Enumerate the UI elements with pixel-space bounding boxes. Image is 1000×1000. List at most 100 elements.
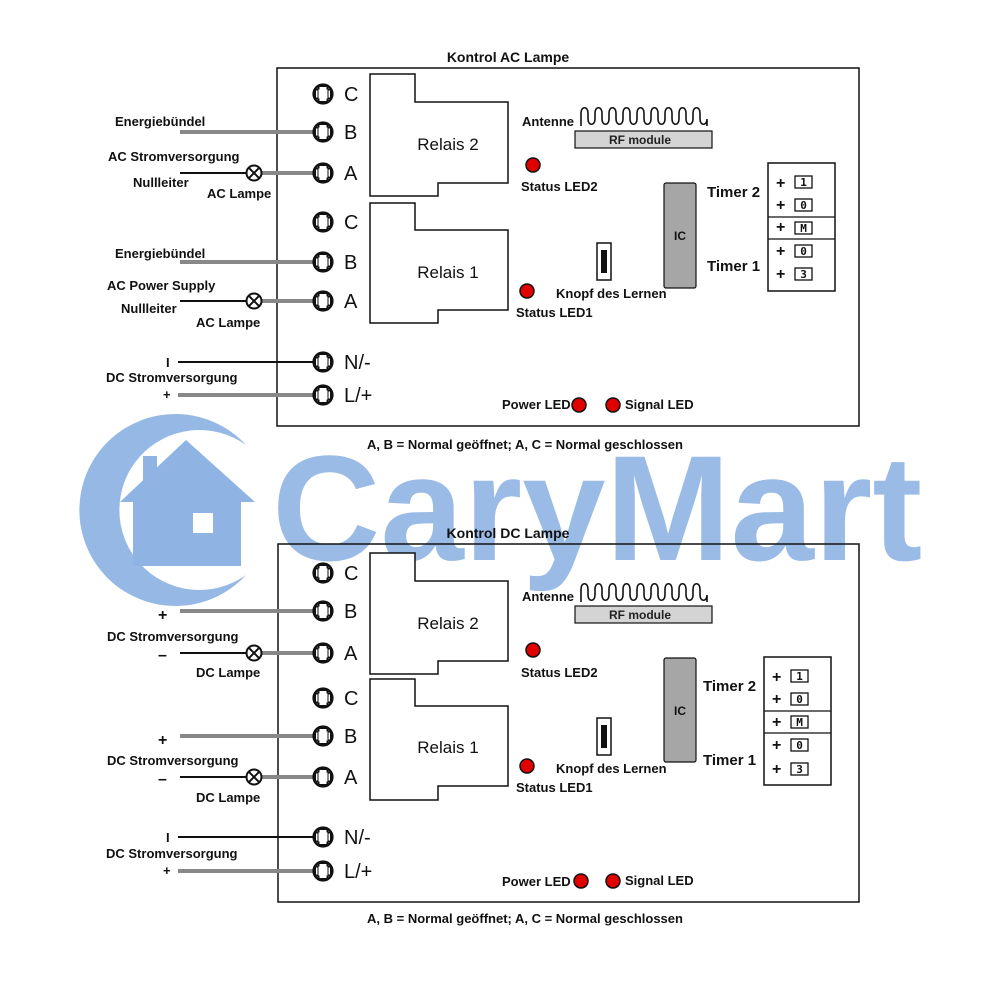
ac-terminal-l (312, 384, 334, 406)
ac-label-dc-minus: I (166, 355, 170, 370)
ac-label-r1-b: Energiebündel (115, 246, 205, 261)
dc-signal-led-icon (605, 873, 621, 889)
dc-terminal-r2-c (312, 562, 334, 584)
ac-term-label: N/- (344, 352, 371, 374)
ac-label-r2-b: Energiebündel (115, 114, 205, 129)
dc-ic-chip (663, 657, 697, 763)
dc-lamp2-icon (245, 644, 263, 662)
dc-terminal-l (312, 860, 334, 882)
dc-dip-code: 0 (796, 739, 803, 752)
dc-board (277, 543, 860, 903)
ac-title: Kontrol AC Lampe (447, 49, 570, 65)
dc-relay2: Relais 2 (369, 552, 509, 675)
dc-term-label: C (344, 563, 358, 585)
ac-relay1: Relais 1 (369, 202, 509, 324)
house-logo-icon (79, 414, 255, 606)
ac-status-led1-label: Status LED1 (516, 305, 593, 320)
dc-label-dc-plus: + (163, 863, 171, 878)
dc-timer1-label: Timer 1 (703, 752, 756, 769)
dc-term-label: A (344, 767, 358, 789)
dc-rf-module-label: RF module (609, 608, 671, 622)
dc-learn-button-icon (596, 717, 612, 756)
ac-dip-code: 1 (800, 176, 807, 189)
dc-rf-module (574, 605, 713, 624)
ac-antenna-coil-icon (580, 106, 708, 126)
dc-terminal-r2-a (312, 642, 334, 664)
ac-term-label: A (344, 291, 358, 313)
ac-rf-module-label: RF module (609, 133, 671, 147)
ac-term-label: A (344, 163, 358, 185)
dc-relay1: Relais 1 (369, 678, 509, 801)
ac-lamp2-icon (245, 164, 263, 182)
ac-terminal-r2-a (312, 162, 334, 184)
ac-dip-plus: + (776, 266, 785, 283)
dc-label-r1-plus: + (158, 732, 167, 749)
dc-ic-label: IC (674, 704, 686, 718)
ac-label-r2-neutral: Nullleiter (133, 175, 189, 190)
dc-signal-led-label: Signal LED (625, 873, 694, 888)
dc-terminal-r1-c (312, 687, 334, 709)
ac-label-dc-plus: + (163, 387, 171, 402)
dc-lamp1-icon (245, 768, 263, 786)
ac-power-led-icon (571, 397, 587, 413)
ac-status-led2-icon (525, 157, 541, 173)
dc-dip-code: 1 (796, 670, 803, 683)
ac-relay2: Relais 2 (369, 73, 509, 197)
dc-label-r1-supply: DC Stromversorgung (107, 753, 239, 768)
ac-dip-switch-block: + + + + + 1 0 M 0 3 (767, 162, 836, 292)
dc-dip-code: 0 (796, 693, 803, 706)
ac-antenna-label: Antenne (522, 114, 574, 129)
ac-terminal-n (312, 351, 334, 373)
dc-label-r2-supply: DC Stromversorgung (107, 629, 239, 644)
dc-dip-code: M (796, 716, 803, 729)
dc-label-r1-minus: – (158, 771, 167, 788)
dc-terminal-r1-a (312, 766, 334, 788)
dc-title: Kontrol DC Lampe (447, 525, 570, 541)
ac-term-label: B (344, 252, 357, 274)
ac-board (276, 67, 860, 427)
dc-dip-plus: + (772, 714, 781, 731)
dc-label-dc-supply: DC Stromversorgung (106, 846, 238, 861)
ac-signal-led-icon (605, 397, 621, 413)
dc-antenna-label: Antenne (522, 589, 574, 604)
dc-term-label: C (344, 688, 358, 710)
dc-label-r2-plus: + (158, 607, 167, 624)
ac-term-label: C (344, 84, 358, 106)
ac-dip-code: 3 (800, 268, 807, 281)
dc-label-r1-lamp: DC Lampe (196, 790, 260, 805)
ac-terminal-r1-a (312, 290, 334, 312)
ac-terminal-r1-c (312, 211, 334, 233)
ac-caption: A, B = Normal geöffnet; A, C = Normal ge… (367, 437, 683, 452)
dc-label-r2-minus: – (158, 647, 167, 664)
ac-ic-chip (663, 182, 697, 289)
dc-timer2-label: Timer 2 (703, 678, 756, 695)
ac-dip-plus: + (776, 175, 785, 192)
dc-dip-switch-block: + + + + + 1 0 M 0 3 (763, 656, 832, 786)
ac-ic-label: IC (674, 229, 686, 243)
ac-timer1-label: Timer 1 (707, 258, 760, 275)
dc-caption: A, B = Normal geöffnet; A, C = Normal ge… (367, 911, 683, 926)
ac-timer2-label: Timer 2 (707, 184, 760, 201)
dc-term-label: B (344, 601, 357, 623)
dc-term-label: A (344, 643, 358, 665)
ac-status-led2-label: Status LED2 (521, 179, 598, 194)
dc-status-led2-label: Status LED2 (521, 665, 598, 680)
ac-label-r1-lamp: AC Lampe (196, 315, 260, 330)
ac-lamp1-icon (245, 292, 263, 310)
ac-dip-plus: + (776, 243, 785, 260)
ac-terminal-r2-c (312, 83, 334, 105)
ac-term-label: B (344, 122, 357, 144)
dc-learn-button-label: Knopf des Lernen (556, 761, 667, 776)
dc-power-led-icon (573, 873, 589, 889)
ac-relay1-label: Relais 1 (417, 263, 478, 282)
dc-label-dc-minus: I (166, 830, 170, 845)
ac-term-label: L/+ (344, 385, 372, 407)
dc-dip-plus: + (772, 761, 781, 778)
dc-status-led1-icon (519, 758, 535, 774)
ac-dip-plus: + (776, 197, 785, 214)
dc-terminal-r1-b (312, 725, 334, 747)
ac-power-led-label: Power LED (502, 397, 571, 412)
ac-section: Kontrol AC Lampe Relais 2 Relais 1 (106, 49, 860, 452)
dc-power-led-label: Power LED (502, 874, 571, 889)
